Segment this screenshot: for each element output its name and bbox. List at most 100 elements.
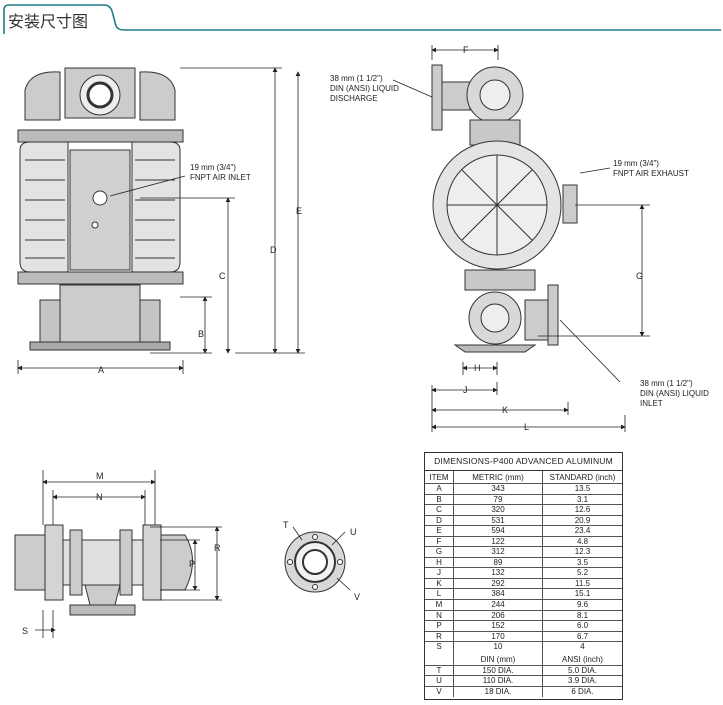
table-cell: 132 bbox=[454, 568, 543, 578]
table-cell: 3.9 DIA. bbox=[568, 676, 597, 686]
table-cell: 23.4 bbox=[574, 526, 591, 536]
table-cell: 89 bbox=[454, 557, 543, 568]
side-view bbox=[431, 64, 578, 353]
table-cell: 10 bbox=[454, 642, 543, 653]
table-cell: B bbox=[425, 494, 454, 505]
liquid-inlet-callout-1: 38 mm (1 1/2") bbox=[640, 379, 693, 388]
table-cell: S bbox=[425, 642, 454, 653]
table-cell: 320 bbox=[454, 505, 543, 515]
table-subheader-row: DIN (mm) ANSI (inch) bbox=[425, 652, 622, 666]
dim-l-label: L bbox=[524, 422, 529, 432]
table-cell: 122 bbox=[454, 536, 543, 547]
table-cell: 3.1 bbox=[576, 494, 589, 504]
table-cell: 4 bbox=[580, 642, 585, 652]
table-cell: D bbox=[425, 515, 454, 526]
table-cell: 6.7 bbox=[576, 631, 589, 641]
table-cell: 343 bbox=[454, 484, 543, 494]
dim-k-label: K bbox=[502, 405, 508, 415]
table-cell: G bbox=[425, 547, 454, 557]
table-cell: V bbox=[425, 686, 454, 698]
table-subheader-item bbox=[425, 652, 454, 665]
dim-t-label: T bbox=[283, 520, 289, 530]
table-cell: P bbox=[425, 621, 454, 631]
dim-m-label: M bbox=[96, 471, 104, 481]
table-cell: 292 bbox=[454, 578, 543, 589]
table-header-item: ITEM bbox=[425, 471, 454, 483]
table-cell: 8.1 bbox=[576, 610, 589, 620]
table-cell: 3.5 bbox=[576, 557, 589, 567]
table-header-standard: STANDARD (inch) bbox=[549, 473, 616, 482]
air-exhaust-callout-1: 19 mm (3/4") bbox=[613, 159, 659, 168]
table-cell: 18 DIA. bbox=[454, 686, 543, 698]
table-cell: 6 DIA. bbox=[571, 686, 594, 696]
table-cell: H bbox=[425, 557, 454, 568]
dim-b-label: B bbox=[198, 329, 204, 339]
table-cell: 312 bbox=[454, 547, 543, 557]
table-cell: 152 bbox=[454, 621, 543, 631]
front-view bbox=[17, 67, 184, 351]
table-cell: 15.1 bbox=[574, 589, 591, 599]
table-cell: 13.5 bbox=[574, 484, 591, 493]
table-cell: N bbox=[425, 610, 454, 621]
air-inlet-callout-2: FNPT AIR INLET bbox=[190, 173, 251, 182]
table-header-row: ITEM METRIC (mm) STANDARD (inch) bbox=[425, 471, 622, 484]
table-cell: E bbox=[425, 526, 454, 536]
liquid-inlet-callout-3: INLET bbox=[640, 399, 663, 408]
table-cell: 170 bbox=[454, 631, 543, 642]
table-title: DIMENSIONS-P400 ADVANCED ALUMINUM bbox=[425, 453, 622, 471]
header-frame bbox=[3, 4, 721, 34]
discharge-callout-2: DIN (ANSI) LIQUID bbox=[330, 84, 399, 93]
table-cell: A bbox=[425, 484, 454, 494]
table-cell: 5.2 bbox=[576, 568, 589, 578]
dim-v-label: V bbox=[354, 592, 360, 602]
table-subheader-din: DIN (mm) bbox=[454, 652, 543, 665]
dim-n-label: N bbox=[96, 492, 103, 502]
table-cell: 244 bbox=[454, 600, 543, 610]
table-header-metric: METRIC (mm) bbox=[454, 471, 543, 483]
dim-u-label: U bbox=[350, 527, 357, 537]
table-cell: K bbox=[425, 578, 454, 589]
table-cell: C bbox=[425, 505, 454, 515]
table-cell: L bbox=[425, 589, 454, 600]
table-cell: T bbox=[425, 665, 454, 676]
dimensions-table: DIMENSIONS-P400 ADVANCED ALUMINUM ITEM M… bbox=[424, 452, 623, 700]
dim-e-label: E bbox=[296, 206, 302, 216]
table-cell: 79 bbox=[454, 494, 543, 505]
table-cell: 20.9 bbox=[574, 515, 591, 525]
table-cell: 4.8 bbox=[576, 536, 589, 546]
air-inlet-callout-1: 19 mm (3/4") bbox=[190, 163, 236, 172]
table-cell: J bbox=[425, 568, 454, 578]
table-cell: R bbox=[425, 631, 454, 642]
page-title: 安装尺寸图 bbox=[8, 12, 89, 31]
table-cell: 384 bbox=[454, 589, 543, 600]
flange-view bbox=[284, 531, 346, 593]
table-cell: 206 bbox=[454, 610, 543, 621]
table-subheader-ansi: ANSI (inch) bbox=[562, 654, 603, 664]
table-cell: 5.0 DIA. bbox=[568, 665, 597, 675]
table-cell: F bbox=[425, 536, 454, 547]
dim-p-label: P bbox=[189, 559, 195, 569]
table-cell: M bbox=[425, 600, 454, 610]
table-cell: 11.5 bbox=[575, 578, 590, 588]
discharge-callout-3: DISCHARGE bbox=[330, 94, 378, 103]
table-cell: U bbox=[425, 676, 454, 686]
table-cell: 12.6 bbox=[574, 505, 591, 515]
air-exhaust-callout-2: FNPT AIR EXHAUST bbox=[613, 169, 689, 178]
dim-d-label: D bbox=[270, 245, 277, 255]
dim-j-label: J bbox=[463, 385, 468, 395]
